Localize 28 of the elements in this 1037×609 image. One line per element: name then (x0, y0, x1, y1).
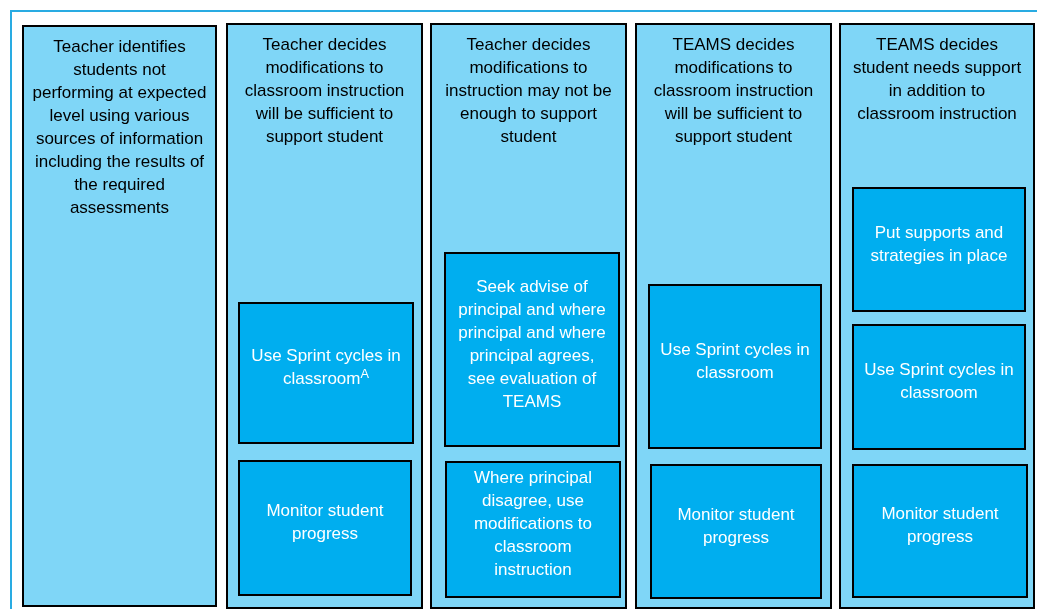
column-panel (226, 23, 423, 609)
column-panel (635, 23, 832, 609)
column-heading: TEAMS decides modifications to classroom instruction will be sufficient to support student (652, 34, 815, 148)
column-panel (839, 23, 1035, 609)
step-box (852, 464, 1028, 598)
step-text: Use Sprint cycles in classroom (863, 359, 1015, 404)
column-heading: Teacher identifies students not performing at expected level using various sources of information including the results of the required assessments (32, 36, 207, 219)
step-text: Use Sprint cycles in classroom$^{A}$ (250, 345, 402, 390)
step-box (650, 464, 822, 599)
step-text: Where principal disagree, use modifications to classroom instruction (472, 467, 594, 581)
step-box (238, 302, 414, 444)
step-text: Put supports and strategies in place (869, 221, 1009, 267)
column-panel (430, 23, 627, 609)
column-heading: Teacher decides modifications to classroom instruction will be sufficient to support student (243, 34, 406, 148)
step-text: Seek advise of principal and where principal and where principal agrees, see evaluation of TEAMS (457, 275, 607, 413)
step-box (238, 460, 412, 596)
step-text: Monitor student progress (880, 503, 1000, 548)
step-box (444, 252, 620, 447)
step-box (852, 187, 1026, 312)
step-box (648, 284, 822, 449)
column-panel (22, 25, 217, 607)
step-box (852, 324, 1026, 450)
step-text: Monitor student progress (676, 503, 796, 549)
step-text: Monitor student progress (265, 500, 385, 545)
step-text: Use Sprint cycles in classroom (659, 338, 811, 384)
column-heading: TEAMS decides student needs support in addition to classroom instruction (851, 34, 1023, 125)
column-heading: Teacher decides modifications to instruction may not be enough to support student (444, 34, 613, 148)
step-box (445, 461, 621, 598)
